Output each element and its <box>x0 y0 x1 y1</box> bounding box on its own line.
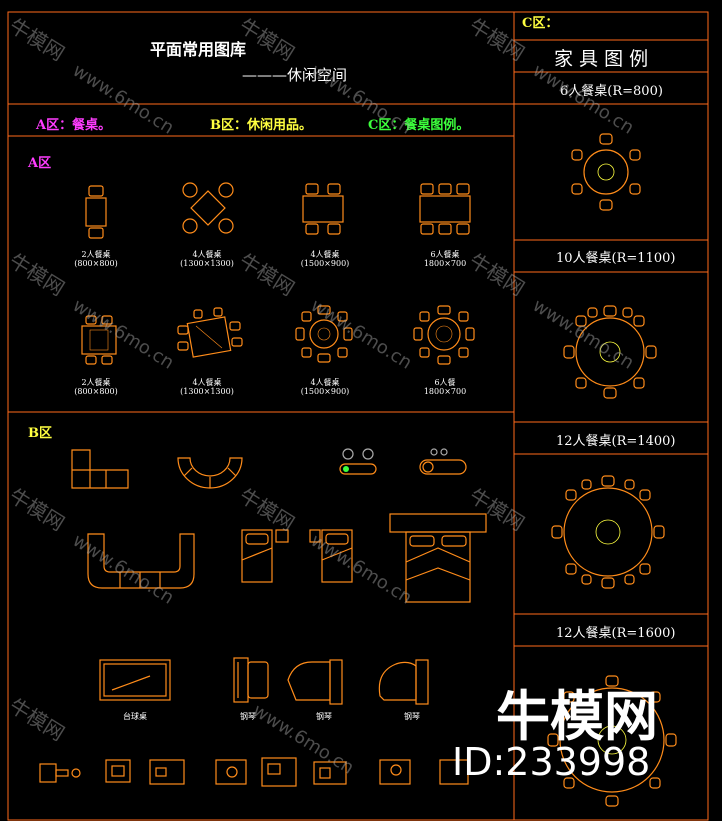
drawing-subtitle: ———休闲空间 <box>242 66 348 84</box>
table-2p-a5 <box>81 315 117 365</box>
legend-title: 家 具 图 例 <box>554 48 649 70</box>
bed-double <box>389 513 487 603</box>
piano-3 <box>378 659 429 705</box>
caption-piano-1: 钢琴 <box>240 712 256 721</box>
drawing-frame <box>7 11 709 821</box>
caption-a1: 2人餐桌(800×800) <box>74 250 118 268</box>
table-4p-a3 <box>302 183 344 235</box>
bed-single-1 <box>241 529 289 583</box>
zone-a-label: A区 <box>28 156 52 171</box>
caption-piano-3: 钢琴 <box>404 712 420 721</box>
legend-label-10p: 10人餐桌(R=1100) <box>556 251 676 266</box>
chaise-lounge <box>419 448 467 475</box>
caption-piano-2: 钢琴 <box>316 712 332 721</box>
zone-c-header: C区：餐桌图例。 <box>368 118 470 133</box>
round-table-10p <box>563 305 657 399</box>
zone-a-header: A区：餐桌。 <box>36 118 112 133</box>
caption-a3: 4人餐桌(1500×900) <box>300 250 350 268</box>
watermark-id: ID:233998 <box>452 740 651 784</box>
caption-a2: 4人餐桌(1300×1300) <box>180 250 234 268</box>
sofa-l-shape <box>71 449 129 489</box>
drawing-title: 平面常用图库 <box>150 40 247 59</box>
piano-1 <box>233 657 269 703</box>
caption-a5: 2人餐桌(800×800) <box>74 378 118 396</box>
sofa-u-shape <box>87 533 195 589</box>
lounge-chairs <box>339 448 377 475</box>
table-4p-a6 <box>177 307 243 358</box>
caption-billiard: 台球桌 <box>123 712 147 721</box>
legend-label-6p: 6人餐桌(R=800) <box>560 84 663 99</box>
table-6p-a8 <box>413 305 475 365</box>
zone-b-label: B区 <box>28 426 52 441</box>
zone-c-label: C区： <box>522 16 559 31</box>
watermark-logo: 牛模网 <box>496 685 658 748</box>
table-2p-a1 <box>85 185 107 239</box>
table-6p-a4 <box>419 183 471 235</box>
legend-label-12p-1400: 12人餐桌(R=1400) <box>556 434 676 449</box>
legend-label-12p-1600: 12人餐桌(R=1600) <box>556 626 676 641</box>
sofa-curved <box>177 457 243 489</box>
billiard-table <box>99 659 171 701</box>
caption-a6: 4人餐桌(1300×1300) <box>180 378 234 396</box>
bed-single-2 <box>309 529 353 583</box>
zone-b-header: B区：休闲用品。 <box>210 118 312 133</box>
desk-row <box>39 757 469 787</box>
table-4p-a2 <box>182 182 234 234</box>
caption-a7: 4人餐桌(1500×900) <box>300 378 350 396</box>
piano-2 <box>287 659 343 705</box>
round-table-6p <box>571 133 641 211</box>
round-table-12p-1600 <box>547 675 677 807</box>
table-4p-a7 <box>295 305 353 363</box>
round-table-12p-1400 <box>551 475 665 589</box>
